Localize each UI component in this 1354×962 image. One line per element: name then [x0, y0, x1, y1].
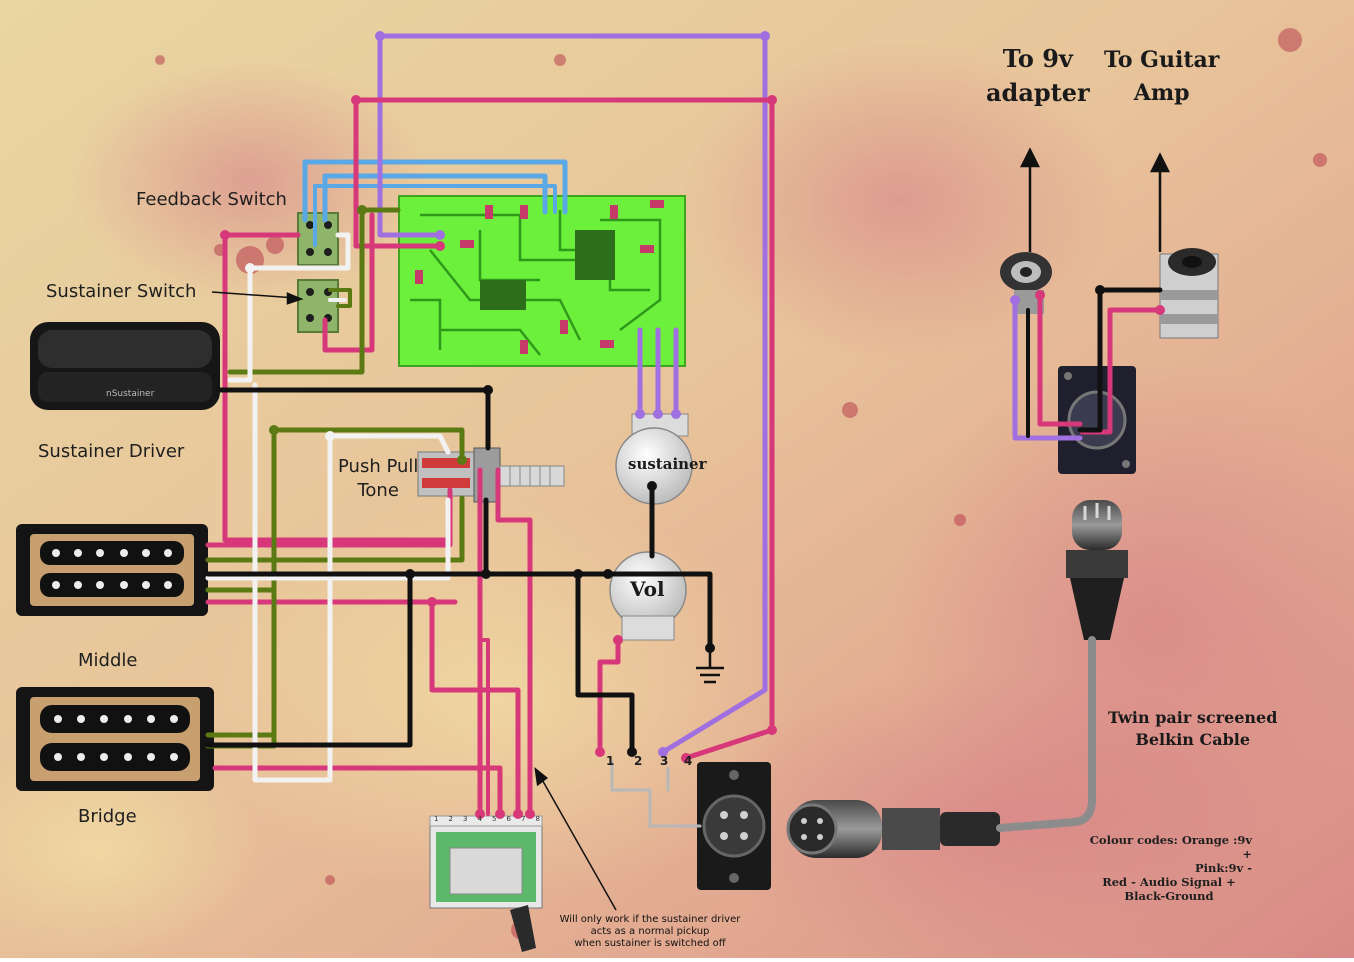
quarter-inch-jack: [1159, 248, 1219, 339]
white-wire: [247, 232, 351, 271]
blue-wire: [302, 159, 568, 223]
xlr-female-plug: [786, 800, 1000, 858]
xlr-pin-4: 4: [684, 754, 693, 768]
cable-label: Twin pair screened Belkin Cable: [1108, 707, 1277, 751]
to-9v-line2: adapter: [986, 78, 1090, 107]
to-9v-label: To 9v adapter: [986, 42, 1090, 110]
colour-code-line: Pink:9v -: [1194, 861, 1252, 875]
note-line: when sustainer is switched off: [574, 938, 726, 949]
xlr-pin-1: 1: [606, 754, 615, 768]
sustainer-pot-label: sustainer: [628, 455, 707, 473]
bridge-label: Bridge: [78, 806, 137, 827]
push-pull-line: Push Pull: [338, 456, 419, 477]
driver-logo-text: nSustainer: [106, 389, 155, 399]
xlr-pin-2: 2: [634, 754, 643, 768]
to-amp-label: To Guitar Amp: [1104, 44, 1219, 110]
sustainer-driver-label: Sustainer Driver: [38, 441, 185, 462]
sustainer-switch: [297, 279, 339, 333]
selector-pin: 6: [506, 815, 511, 823]
colour-code-line: Colour codes: Orange :9v +: [1089, 833, 1252, 861]
push-pull-tone-label: Push Pull Tone: [338, 455, 418, 503]
volume-pot: [609, 551, 687, 641]
sustainer-pot: [615, 413, 693, 505]
colour-code-line: Black-Ground: [1124, 889, 1214, 903]
selector-pin: 4: [477, 815, 482, 823]
to-amp-line1: To Guitar: [1104, 47, 1220, 73]
note-line: Will only work if the sustainer driver: [559, 914, 741, 925]
green-wire: [227, 207, 365, 375]
middle-label: Middle: [78, 650, 138, 671]
sustainer-switch-label: Sustainer Switch: [46, 281, 197, 302]
bridge-humbucker: [16, 687, 214, 791]
cable-line1: Twin pair screened: [1108, 708, 1278, 727]
feedback-switch-label: Feedback Switch: [136, 189, 287, 210]
colour-codes-legend: Colour codes: Orange :9v + Pink:9v - Red…: [1086, 833, 1252, 903]
sustainer-driver-pickup: [30, 322, 220, 410]
to-9v-line1: To 9v: [1002, 44, 1073, 73]
selector-pin: 7: [521, 815, 526, 823]
selector-pin: 1: [434, 815, 439, 823]
selector-pin-numbers: 1 2 3 4 5 6 7 8: [434, 815, 540, 823]
selector-note: Will only work if the sustainer driver a…: [550, 914, 750, 950]
xlr-panel-socket: [697, 762, 771, 890]
selector-pin: 5: [492, 815, 497, 823]
cable-line2: Belkin Cable: [1135, 730, 1251, 749]
selector-pin: 3: [463, 815, 468, 823]
pickup-selector-switch: [429, 815, 543, 952]
vol-pot-label: Vol: [630, 577, 665, 601]
tone-line: Tone: [357, 480, 399, 501]
belkin-cable: [996, 636, 1096, 832]
xlr-male-plug: [1066, 500, 1128, 640]
to-amp-line2: Amp: [1133, 80, 1190, 106]
sustainer-pcb: [398, 195, 686, 367]
pink-wire: [353, 97, 443, 249]
note-line: acts as a normal pickup: [590, 926, 710, 937]
xlr-panel-socket-right: [1058, 366, 1136, 474]
selector-pin: 2: [448, 815, 453, 823]
cables: [205, 33, 1163, 832]
arrows: [211, 147, 1171, 911]
xlr-pin-3: 3: [660, 754, 669, 768]
connection-dots: [220, 31, 1165, 819]
ground-symbol: [696, 648, 724, 684]
selector-pin: 8: [535, 815, 540, 823]
colour-code-line: Red - Audio Signal +: [1102, 875, 1236, 889]
middle-humbucker: [16, 524, 208, 616]
